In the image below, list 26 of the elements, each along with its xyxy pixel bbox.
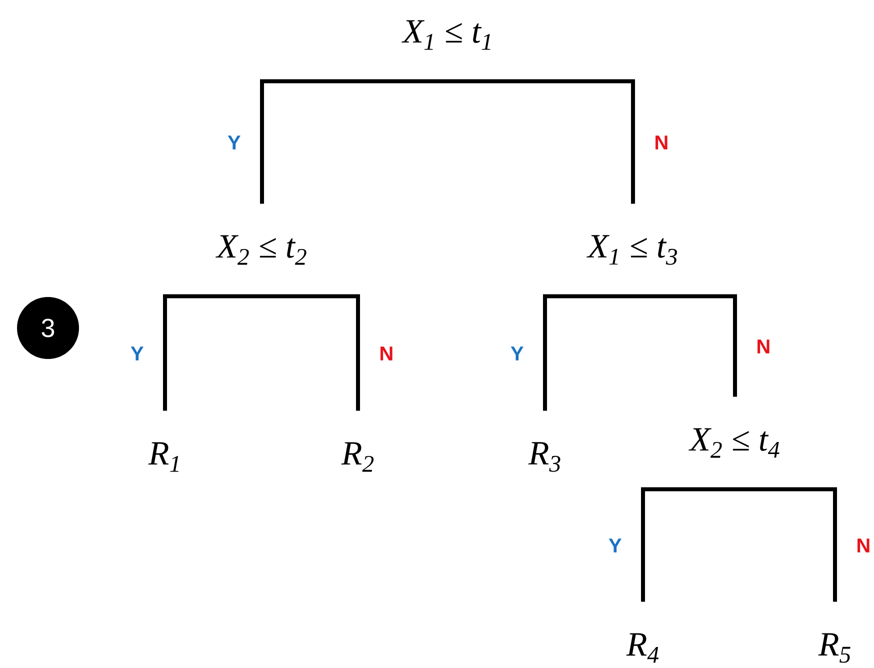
- branch-line: [448, 79, 635, 204]
- branch-line: [543, 294, 633, 411]
- edge-label: N: [758, 340, 770, 354]
- branch-line: [262, 294, 360, 411]
- branch-line: [163, 294, 262, 411]
- callout-number: 3: [17, 297, 79, 359]
- branch-line: [633, 294, 737, 397]
- leaf-region: R$_{2}$: [341, 442, 374, 472]
- edge-label: N: [656, 136, 668, 150]
- edge-label: Y: [130, 346, 144, 360]
- split-condition: X$_{1}$ ≤ t$_{1}$: [402, 20, 490, 50]
- leaf-region: R$_{1}$: [148, 442, 179, 472]
- leaf-region: R$_{3}$: [528, 442, 560, 472]
- leaf-region: R$_{5}$: [818, 633, 850, 663]
- split-condition: X$_{2}$ ≤ t$_{4}$: [688, 428, 780, 458]
- leaf-region: R$_{4}$: [626, 633, 659, 663]
- edge-label: Y: [510, 346, 524, 360]
- split-condition: X$_{2}$ ≤ t$_{2}$: [216, 235, 306, 265]
- edge-label: Y: [608, 538, 622, 552]
- edge-label: Y: [228, 136, 240, 150]
- split-condition: X$_{1}$ ≤ t$_{3}$: [586, 235, 678, 265]
- edge-label: N: [380, 346, 392, 360]
- edge-label: N: [858, 538, 870, 552]
- branch-line: [641, 487, 735, 602]
- branch-line: [260, 79, 448, 204]
- branch-line: [735, 487, 837, 602]
